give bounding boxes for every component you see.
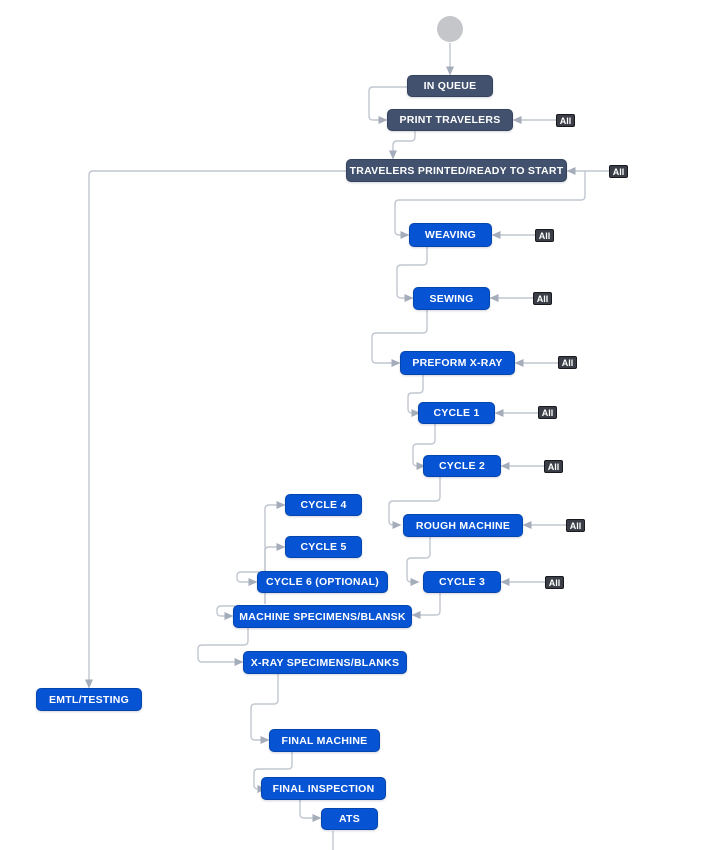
connector-cycle-1-to-cycle-2 — [412, 424, 436, 470]
status-label: CYCLE 5 — [300, 541, 347, 553]
status-node-cycle-3[interactable]: CYCLE 3 — [423, 571, 501, 593]
transition-badge-all-cycle-1[interactable]: All — [538, 406, 557, 419]
transition-badge-label: All — [538, 230, 551, 241]
status-node-ats[interactable]: ATS — [321, 808, 378, 830]
transition-badge-all-sewing[interactable]: All — [533, 292, 552, 305]
transition-badge-label: All — [569, 520, 582, 531]
status-node-cycle-2[interactable]: CYCLE 2 — [423, 455, 501, 477]
connector-cycle-3-to-machine-specimens — [411, 593, 441, 619]
transition-badge-all-travelers-printed[interactable]: All — [609, 165, 628, 178]
status-node-final-machine[interactable]: FINAL MACHINE — [269, 729, 380, 752]
status-node-final-inspection[interactable]: FINAL INSPECTION — [261, 777, 386, 800]
connector-machine-specimens-to-cycle-4 — [264, 501, 286, 604]
transition-badge-all-cycle-2[interactable]: All — [544, 460, 563, 473]
status-node-machine-specimens-blansk[interactable]: MACHINE SPECIMENS/BLANSK — [233, 605, 412, 628]
status-node-x-ray-specimens-blanks[interactable]: X-RAY SPECIMENS/BLANKS — [243, 651, 407, 674]
status-label: CYCLE 3 — [438, 576, 486, 588]
status-label: FINAL MACHINE — [281, 734, 368, 747]
status-node-preform-x-ray[interactable]: PREFORM X-RAY — [400, 351, 515, 375]
start-node-circle — [437, 16, 463, 42]
status-node-sewing[interactable]: SEWING — [413, 287, 490, 310]
status-label: CYCLE 4 — [300, 499, 347, 511]
status-label: SEWING — [429, 292, 474, 305]
status-label: ATS — [339, 813, 360, 825]
status-label: CYCLE 2 — [438, 460, 486, 472]
status-label: PRINT TRAVELERS — [399, 114, 501, 126]
transition-badge-label: All — [547, 461, 560, 472]
connector-machine-specimens-to-x-ray — [197, 628, 249, 666]
status-label: ROUGH MACHINE — [415, 519, 511, 532]
connector-rough-machine-to-cycle-3 — [406, 537, 431, 586]
status-node-in-queue[interactable]: IN QUEUE — [407, 75, 493, 97]
connector-weaving-to-sewing — [396, 247, 428, 302]
transition-badge-label: All — [559, 115, 572, 126]
status-label: IN QUEUE — [423, 80, 477, 92]
connector-loop-cycle-6 — [236, 571, 259, 586]
connector-cycle-2-to-rough-machine — [388, 477, 441, 529]
status-label: FINAL INSPECTION — [272, 782, 375, 795]
connector-final-inspection-to-ats — [299, 800, 322, 822]
status-node-travelers-printed[interactable]: TRAVELERS PRINTED/READY TO START — [346, 159, 567, 182]
transition-badge-all-print-travelers[interactable]: All — [556, 114, 575, 127]
connector-machine-specimens-to-cycle-5 — [264, 543, 286, 604]
status-label: WEAVING — [424, 229, 477, 241]
status-label: X-RAY SPECIMENS/BLANKS — [250, 656, 400, 669]
status-label: MACHINE SPECIMENS/BLANSK — [239, 610, 406, 623]
status-node-cycle-4[interactable]: CYCLE 4 — [285, 494, 362, 516]
connector-in-queue-to-print-travelers — [368, 86, 407, 124]
status-node-weaving[interactable]: WEAVING — [409, 223, 492, 247]
transition-badge-all-cycle-3[interactable]: All — [545, 576, 564, 589]
connector-travelers-printed-to-weaving — [394, 171, 586, 239]
transition-badge-all-weaving[interactable]: All — [535, 229, 554, 242]
status-node-print-travelers[interactable]: PRINT TRAVELERS — [387, 109, 513, 131]
transition-badge-label: All — [612, 166, 625, 177]
transition-badge-label: All — [536, 293, 549, 304]
status-node-emtl-testing[interactable]: EMTL/TESTING — [36, 688, 142, 711]
status-node-cycle-5[interactable]: CYCLE 5 — [285, 536, 362, 558]
status-node-cycle-1[interactable]: CYCLE 1 — [418, 402, 495, 424]
transition-badge-all-rough-machine[interactable]: All — [566, 519, 585, 532]
status-node-cycle-6-optional[interactable]: CYCLE 6 (OPTIONAL) — [257, 571, 388, 593]
status-node-rough-machine[interactable]: ROUGH MACHINE — [403, 514, 523, 537]
status-label: EMTL/TESTING — [49, 693, 129, 706]
connector-preform-x-ray-to-cycle-1 — [407, 375, 424, 417]
transition-badge-label: All — [541, 407, 554, 418]
connector-loop-machine-specimens — [216, 605, 235, 620]
status-label: PREFORM X-RAY — [412, 357, 503, 369]
connector-sewing-to-preform-x-ray — [371, 310, 428, 367]
connector-final-machine-to-final-inspection — [253, 752, 293, 793]
transition-badge-label: All — [561, 357, 574, 368]
status-label: CYCLE 6 (OPTIONAL) — [265, 576, 379, 588]
status-label: CYCLE 1 — [433, 407, 480, 419]
connector-print-travelers-to-travelers-printed — [389, 131, 416, 160]
transition-badge-label: All — [548, 577, 561, 588]
status-label: TRAVELERS PRINTED/READY TO START — [349, 164, 564, 177]
transition-badge-all-preform-x-ray[interactable]: All — [558, 356, 577, 369]
connector-x-ray-to-final-machine — [250, 674, 279, 744]
connector-travelers-printed-to-emtl-testing — [85, 170, 346, 689]
